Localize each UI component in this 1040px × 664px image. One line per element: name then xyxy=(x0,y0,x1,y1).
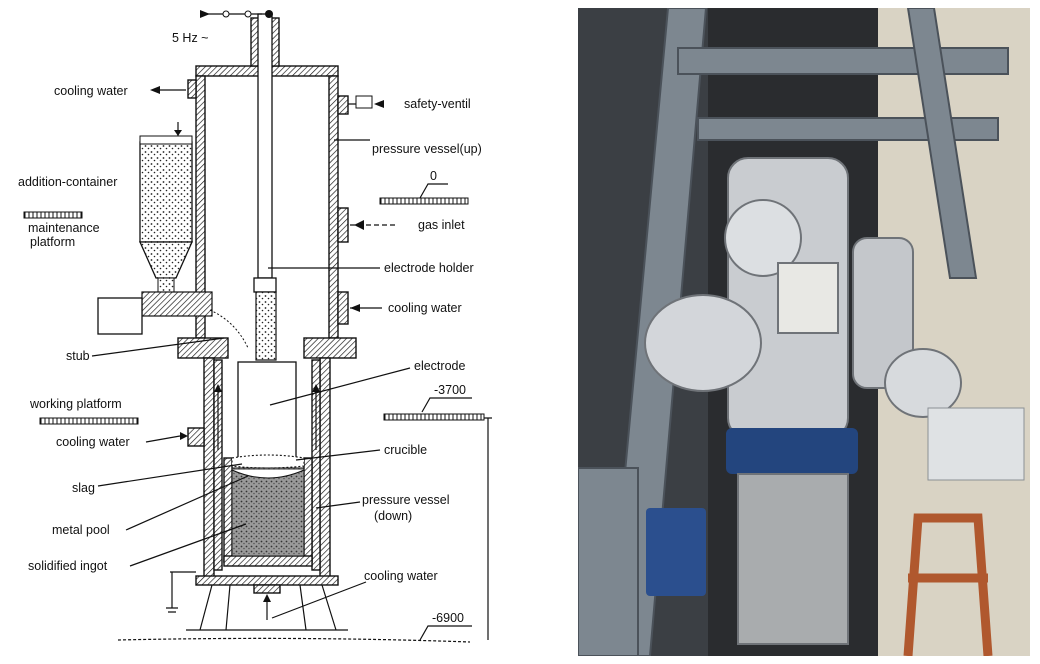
label-addition-container: addition-container xyxy=(18,175,117,189)
label-solidified-ingot: solidified ingot xyxy=(28,559,108,573)
label-cooling-water-left: cooling water xyxy=(56,435,130,449)
label-minus-3700: -3700 xyxy=(434,383,466,397)
lower-vessel xyxy=(737,473,849,645)
label-safety-ventil: safety-ventil xyxy=(404,97,471,111)
stub-body xyxy=(255,291,277,361)
label-cooling-water-mid: cooling water xyxy=(388,301,462,315)
label-maintenance: maintenance xyxy=(28,221,100,235)
control-cabinet xyxy=(927,407,1025,481)
blue-flange xyxy=(726,428,858,474)
maintenance-platform xyxy=(23,211,83,219)
working-platform-right xyxy=(383,413,485,421)
leader-lines xyxy=(91,86,411,619)
electrode-holder xyxy=(253,277,277,293)
level-0-platform xyxy=(379,197,469,205)
label-minus-6900: -6900 xyxy=(432,611,464,625)
floor-wall xyxy=(484,417,492,640)
label-gas-inlet: gas inlet xyxy=(418,218,465,232)
label-electrode: electrode xyxy=(414,359,465,373)
electrode xyxy=(237,361,297,459)
working-platform-left xyxy=(39,417,139,425)
blue-motor xyxy=(646,508,706,596)
label-working-platform: working platform xyxy=(29,397,122,411)
pressure-vessel xyxy=(644,157,962,439)
label-crucible: crucible xyxy=(384,443,427,457)
crucible xyxy=(223,454,313,567)
label-down: (down) xyxy=(374,509,412,523)
label-pressure-vessel-down: pressure vessel xyxy=(362,493,450,507)
label-electrode-holder: electrode holder xyxy=(384,261,474,275)
label-slag: slag xyxy=(72,481,95,495)
furnace-base xyxy=(117,571,471,643)
label-platform: platform xyxy=(30,235,75,249)
furnace-installation-photo xyxy=(578,8,1030,656)
label-cooling-water-top: cooling water xyxy=(54,84,128,98)
label-cooling-water-bottom: cooling water xyxy=(364,569,438,583)
label-stub: stub xyxy=(66,349,90,363)
electrode-rod xyxy=(200,10,280,279)
label-pressure-vessel-up: pressure vessel(up) xyxy=(372,142,482,156)
pesr-furnace-diagram: 5 Hz ~ cooling water safety-ventil press… xyxy=(18,10,492,643)
frequency-label: 5 Hz ~ xyxy=(172,31,208,45)
orange-frame xyxy=(903,513,993,656)
addition-container xyxy=(97,122,249,349)
label-level-0: 0 xyxy=(430,169,437,183)
label-metal-pool: metal pool xyxy=(52,523,110,537)
